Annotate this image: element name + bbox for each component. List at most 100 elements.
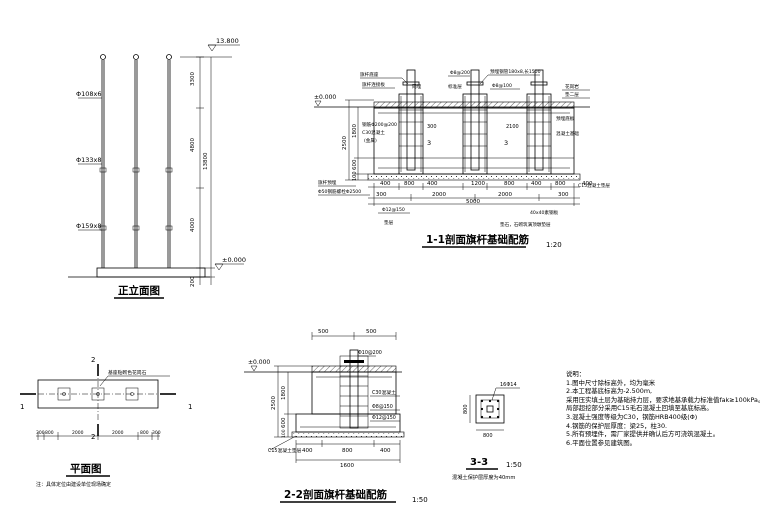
elev-dim-13800: 13800 [203, 152, 209, 170]
s22-granite [311, 365, 397, 373]
s22-bedding [291, 431, 405, 438]
section11-dim-left-100: 100 [352, 171, 358, 181]
section11-inner-300: 300 [427, 124, 437, 130]
plan-cut-2-bottom: 2 [91, 433, 95, 441]
pipe-label-3: Φ159x8 [76, 222, 102, 230]
elevation-top-level: 13.800 [216, 37, 239, 45]
elev-dim-200: 200 [190, 276, 196, 287]
s11-callout-16: C15混凝土垫层 [578, 182, 610, 189]
plan-pedestal-1 [57, 387, 71, 401]
s22-level-mark [250, 365, 258, 372]
plan-pedestal-3 [125, 387, 139, 401]
section11-pedestal-left [398, 69, 424, 175]
plan-pedestal-2 [91, 387, 105, 401]
s11-dim-b3: 1200 [471, 181, 485, 187]
s11-dim-b6: 800 [555, 181, 566, 187]
section11-inner-3a: 3 [427, 139, 431, 147]
plan-dim-4: 800 [140, 430, 149, 436]
plan-dim-0: 300 [36, 430, 45, 436]
s11-dim-b0: 400 [380, 181, 391, 187]
plan-cut-2-top: 2 [91, 356, 95, 364]
s11-callout-0: 旗杆底座 [360, 71, 379, 78]
s22-dim-left-600: 600 [281, 417, 287, 428]
s11-callout-14: 旗杆预埋 [318, 179, 337, 186]
s22-callout-0: Φ10@200 [358, 350, 382, 356]
notes-line-2: 2.本工程基底标高为-2.500m, [566, 387, 653, 396]
elev-dim-4000: 4000 [190, 218, 196, 232]
s11-dim-b5: 400 [531, 181, 542, 187]
plan-dim-1: 800 [45, 430, 54, 436]
s11-callout-15: Φ50钢筋螺栓Φ2500 [318, 188, 361, 195]
section11-level: ±0.000 [314, 94, 336, 101]
section22-scale: 1:50 [412, 496, 428, 504]
elevation-base-level: ±0.000 [222, 256, 246, 264]
plan-dim-5: 300 [152, 430, 161, 436]
section33-title: 3-3 [470, 457, 488, 468]
s22-dim-bot-2: 400 [380, 448, 391, 454]
section11-title: 1-1剖面旗杆基础配筋 [426, 233, 529, 246]
s11-callout-7: 花岗岩 [565, 83, 579, 90]
section-1-1-view: 3 3 300 2100 ±0.000 2500 1800 600 100 [314, 68, 610, 249]
plan-dim-3: 2000 [112, 430, 124, 436]
s11-dim-b4: 800 [504, 181, 515, 187]
s33-dim-h: 800 [483, 433, 493, 439]
plan-callout: 基座贴砌色花岗石 [108, 369, 147, 376]
s11-callout-3: Φ8@100 [492, 83, 512, 89]
s11-callout-11: 混凝土基础 [556, 130, 579, 137]
notes-line-3: 采用压实填土层为基础持力层，要求地基承载力标准值fak≥100kPa。 [566, 395, 760, 404]
s11-dim-b7: 400 [582, 181, 593, 187]
s11-dim-b2: 400 [427, 181, 438, 187]
plan-title: 平面图 [70, 463, 102, 475]
s11-dim-b8: 300 [376, 192, 387, 198]
plan-cut-1-right: 1 [188, 403, 192, 411]
section22-title: 2-2剖面旗杆基础配筋 [284, 488, 387, 501]
section11-inner-2100: 2100 [506, 124, 519, 130]
section33-scale: 1:50 [506, 461, 522, 469]
s11-callout-13: 预埋底板 [556, 115, 575, 122]
s33-dim-v: 800 [463, 404, 469, 414]
level-mark-top [207, 44, 217, 52]
elevation-view: Φ108x6 Φ133x8 Φ159x8 3300 4800 4000 1380… [68, 37, 246, 299]
s22-dim-top-1: 500 [366, 329, 377, 335]
plan-view: 1 1 2 2 基座贴砌色花岗石 300 800 2000 2000 800 3… [20, 356, 192, 488]
notes-line-7: 5.所有预埋件，需厂家提供并确认后方可浇筑混凝土。 [566, 430, 720, 439]
s22-callout-1: C30混凝土 [372, 389, 396, 396]
plan-cut-1-left: 1 [20, 403, 24, 411]
section11-dim-left-2500: 2500 [342, 136, 348, 150]
s11-dim-b1: 800 [404, 181, 415, 187]
section11-pedestal-right [526, 69, 552, 175]
plan-note: 注：具体定位由建设单位现场确定 [36, 481, 111, 488]
section33-cover-note: 混凝土保护层厚度为40mm [452, 473, 515, 481]
s22-dim-left-2500: 2500 [271, 396, 277, 410]
section11-scale: 1:20 [546, 241, 562, 249]
s11-callout-17: Φ12@150 [382, 207, 405, 213]
s11-dim-b12: 5000 [466, 199, 480, 205]
section11-footing [373, 107, 575, 175]
s11-callout-4: 旗杆连接板 [362, 81, 385, 88]
notes-line-6: 4.钢筋的保护层厚度：梁25，柱30. [566, 421, 668, 430]
elev-dim-3300: 3300 [190, 72, 196, 86]
s11-callout-12: (金属) [364, 137, 377, 144]
section-2-2-view: ±0.000 500 500 2500 1800 600 100 400 800… [244, 329, 428, 504]
s11-dim-b9: 2000 [432, 192, 446, 198]
section11-dim-left-600: 600 [352, 159, 358, 170]
s11-callout-19: 垫层 [384, 219, 394, 226]
s11-dim-b11: 300 [558, 192, 569, 198]
s33-callout: 16Φ14 [500, 382, 517, 388]
section11-dim-left-1800: 1800 [352, 124, 358, 138]
notes-heading: 说明： [566, 370, 586, 378]
flag-pole-middle [132, 54, 140, 268]
s11-callout-8: 垫二层 [565, 91, 579, 98]
notes-line-1: 1.图中尺寸除标高外，均为毫米 [566, 378, 656, 387]
s11-callout-1: 预埋钢管180x8,长1500 [490, 68, 541, 75]
s22-callout-2: Φ8@150 [372, 404, 393, 410]
elev-dim-4800: 4800 [190, 138, 196, 152]
pipe-label-2: Φ133x8 [76, 156, 102, 164]
s11-callout-20: 垫石，石砌筑满顶墩垫层 [500, 221, 551, 228]
granite-finish [373, 101, 575, 109]
s11-dim-b10: 2000 [498, 192, 512, 198]
s22-callout-4: C15混凝土垫层 [268, 447, 302, 454]
general-notes: 说明： 1.图中尺寸除标高外，均为毫米 2.本工程基底标高为-2.500m, 采… [566, 370, 760, 447]
section-3-3-view: 16Φ14 800 800 3-3 1:50 混凝土保护层厚度为40mm [452, 382, 522, 481]
